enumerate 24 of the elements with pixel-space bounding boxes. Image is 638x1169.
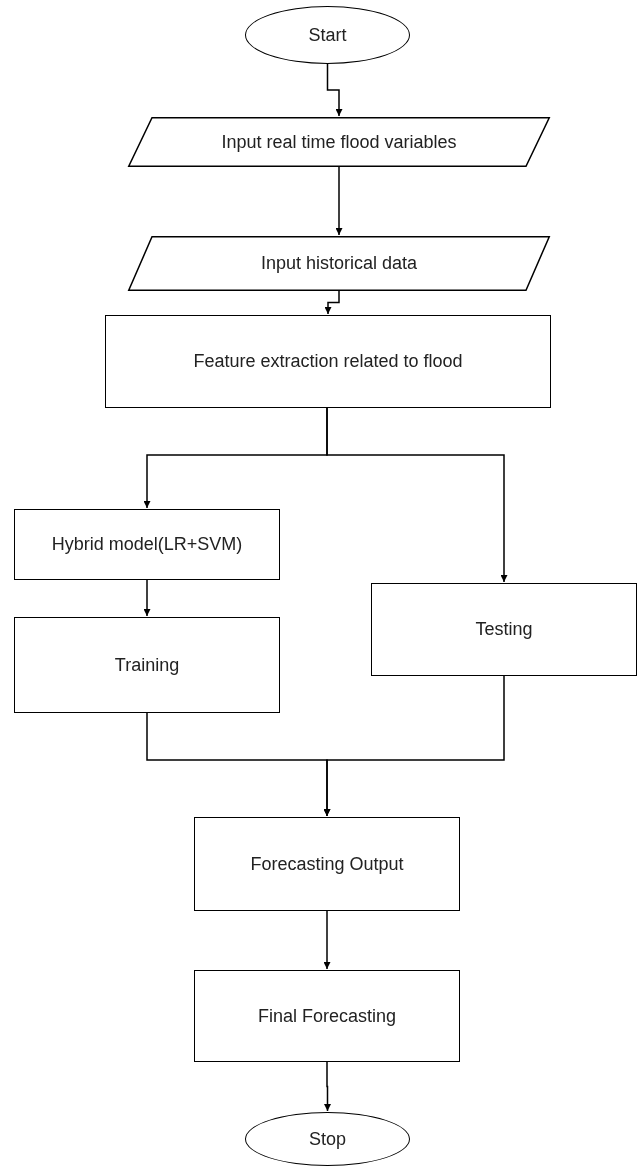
node-label: Feature extraction related to flood <box>192 350 464 373</box>
process-box <box>194 817 460 911</box>
process-box <box>194 970 460 1062</box>
arrow <box>143 579 151 617</box>
node-label: Forecasting Output <box>249 852 405 876</box>
node-label: Training <box>113 653 181 677</box>
process-box <box>105 315 551 408</box>
node-label: Final Forecasting <box>256 1004 398 1028</box>
arrow <box>324 1061 331 1112</box>
arrow <box>326 63 343 117</box>
process-box <box>14 509 280 580</box>
node-label: Stop <box>308 1127 347 1151</box>
node-label: Testing <box>474 618 534 641</box>
process-box <box>371 583 637 676</box>
node-label: Input real time flood variables <box>220 130 458 154</box>
arrow <box>326 407 508 583</box>
process-box <box>14 617 280 713</box>
arrow <box>324 290 340 315</box>
arrow <box>335 166 343 236</box>
node-label: Hybrid model(LR+SVM) <box>50 533 244 556</box>
arrow <box>323 910 331 970</box>
node-label: Start <box>307 23 348 47</box>
arrow <box>323 675 505 817</box>
node-label: Input historical data <box>259 252 419 275</box>
